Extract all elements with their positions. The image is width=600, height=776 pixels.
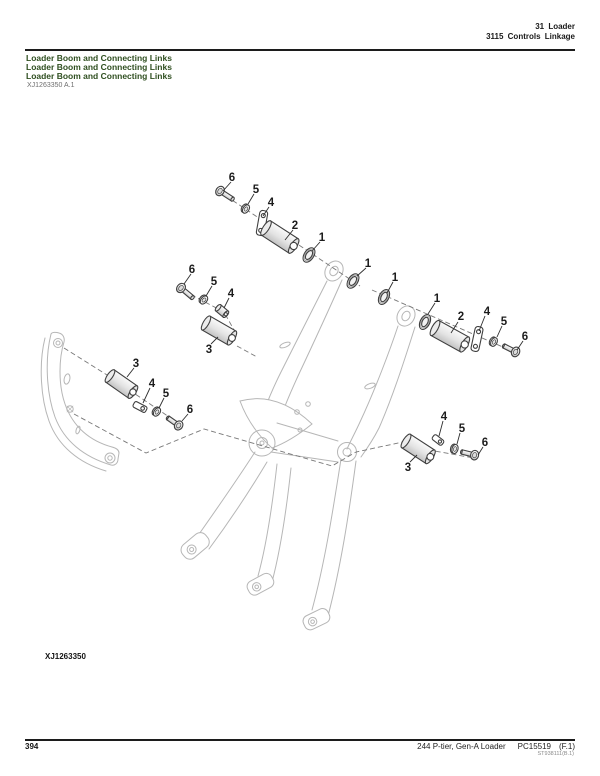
callout-6: 6 [189, 264, 195, 276]
callout-4: 4 [484, 306, 491, 318]
callout-1: 1 [365, 258, 372, 270]
figure-code-top: XJ1263350 A.1 [27, 82, 75, 89]
boom-outline [40, 260, 416, 631]
pin-3-bottom-right [400, 433, 436, 465]
boom-legs [180, 451, 357, 631]
callout-4: 4 [268, 197, 275, 209]
callout-5: 5 [211, 276, 218, 288]
bolt-6-right [501, 343, 521, 358]
callout-5: 5 [163, 388, 170, 400]
footer-revision: (F.1) [559, 742, 575, 751]
footer-page-number: 394 [25, 742, 39, 751]
frame-bracket [40, 331, 120, 472]
callout-1: 1 [319, 232, 326, 244]
callout-2: 2 [458, 311, 464, 323]
figure-code-bottom: XJ1263350 [45, 652, 86, 661]
washer-5-bottom-right [449, 443, 459, 455]
page-title: Loader Boom and Connecting Links [26, 62, 172, 72]
pin-3-mid-left [200, 315, 238, 346]
page-title: Loader Boom and Connecting Links [26, 53, 172, 63]
bolt-6-bottom-right [459, 449, 480, 461]
washer-5-left [151, 406, 162, 417]
callout-1: 1 [434, 293, 441, 305]
callout-5: 5 [459, 423, 466, 435]
seal-1-top-left-inner [302, 247, 316, 263]
callout-6: 6 [522, 331, 528, 343]
callout-5: 5 [253, 184, 260, 196]
washer-5-right [488, 336, 498, 347]
washer-5-mid-left [198, 294, 209, 305]
spacer-4-mid-left [214, 303, 230, 319]
page-header: 31 Loader 3115 Controls Linkage [486, 22, 575, 42]
footer-rule [25, 739, 575, 741]
link-4-bottom-right [431, 434, 445, 446]
bolt-6-mid-left [176, 282, 195, 301]
header-rule [25, 49, 575, 51]
footer-publication: 244 P-tier, Gen-A Loader PC15519 (F.1) [417, 742, 575, 751]
footer-catalog-number: PC15519 [517, 742, 551, 751]
callout-6: 6 [229, 172, 235, 184]
callout-6: 6 [482, 437, 488, 449]
callout-2: 2 [292, 220, 298, 232]
page-title-block: Loader Boom and Connecting Links Loader … [26, 54, 172, 81]
callout-4: 4 [149, 378, 156, 390]
footer-form-code: ST938111(B.1) [537, 751, 574, 757]
bolt-6-left [165, 415, 184, 431]
callout-leaders [126, 181, 524, 463]
boom-cross-member [239, 398, 339, 463]
header-section: 31 Loader [535, 22, 575, 31]
link-4-left [132, 401, 148, 413]
callout-3: 3 [133, 358, 139, 370]
bolt-6-top-left [215, 185, 235, 202]
seal-1-right-inner [377, 288, 391, 306]
pin-3-left [104, 369, 139, 399]
page-title: Loader Boom and Connecting Links [26, 71, 172, 81]
hardware-parts [104, 185, 521, 465]
footer-model: 244 P-tier, Gen-A Loader [417, 742, 506, 751]
link-4-right [470, 325, 484, 353]
pin-2-right [429, 319, 471, 353]
pin-2-top-left [260, 220, 300, 254]
callout-5: 5 [501, 316, 508, 328]
seal-1-right-outer [418, 313, 432, 331]
callout-3: 3 [405, 462, 411, 474]
callout-6: 6 [187, 404, 193, 416]
washer-5-top-left [240, 203, 251, 214]
seal-1-top-left-outer [346, 273, 360, 289]
callout-4: 4 [228, 288, 235, 300]
callout-3: 3 [206, 344, 212, 356]
callout-labels: 6 5 4 2 1 1 6 5 4 3 1 1 2 4 5 6 3 4 5 6 … [133, 172, 528, 474]
header-subsection: 3115 Controls Linkage [486, 32, 575, 41]
callout-4: 4 [441, 411, 448, 423]
callout-1: 1 [392, 272, 399, 284]
